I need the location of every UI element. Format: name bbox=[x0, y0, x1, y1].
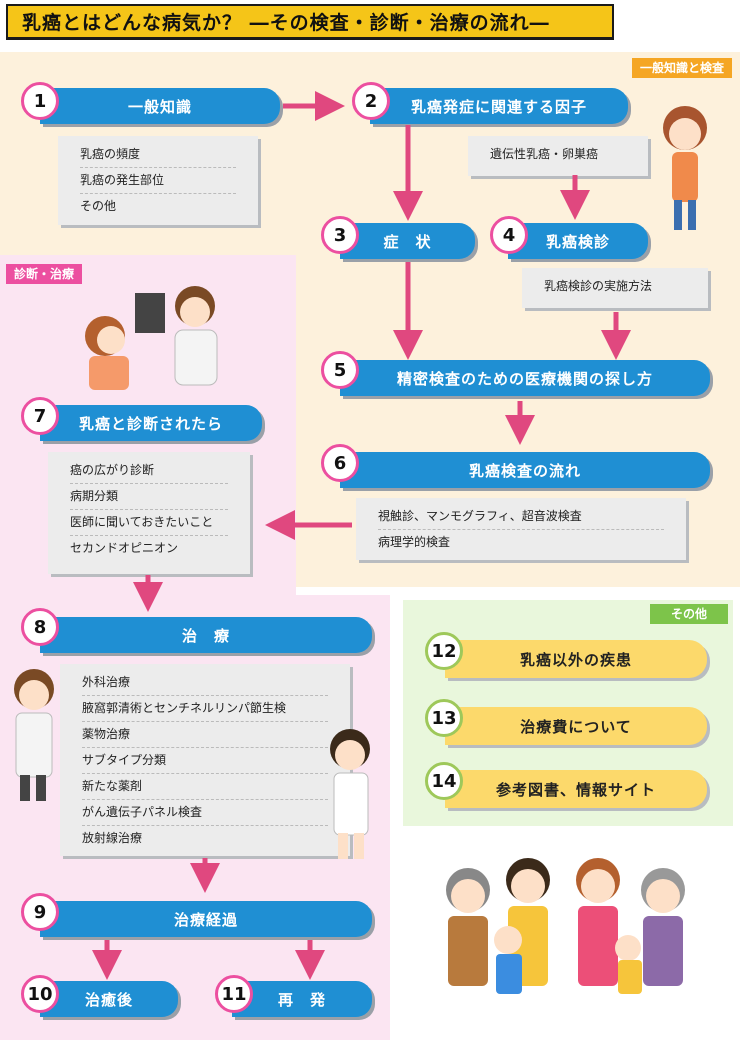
step-12-button[interactable]: 乳癌以外の疾患 bbox=[445, 640, 707, 678]
step-4-button[interactable]: 乳癌検診 bbox=[508, 223, 648, 259]
step-11-button[interactable]: 再 発 bbox=[232, 981, 372, 1017]
doctor-illustration bbox=[14, 669, 54, 801]
list-item[interactable]: 遺伝性乳癌・卵巣癌 bbox=[490, 147, 599, 161]
nurse-illustration bbox=[330, 729, 370, 859]
list-item[interactable]: 病理学的検査 bbox=[378, 535, 451, 549]
step-5-number: 5 bbox=[321, 351, 359, 389]
step-7-button[interactable]: 乳癌と診断されたら bbox=[40, 405, 262, 441]
step-7-number: 7 bbox=[21, 397, 59, 435]
step-13-number: 13 bbox=[425, 699, 463, 737]
list-item[interactable]: 外科治療 bbox=[82, 670, 328, 696]
woman-thinking-illustration bbox=[663, 106, 707, 230]
region-tag-diagnosis: 診断・治療 bbox=[6, 264, 83, 284]
page-title: 乳癌とはどんな病気か？ ―その検査・診断・治療の流れ― bbox=[6, 4, 614, 40]
list-item[interactable]: 乳癌の頻度 bbox=[80, 142, 236, 168]
list-item[interactable]: 医師に聞いておきたいこと bbox=[70, 510, 228, 536]
step-14-number: 14 bbox=[425, 762, 463, 800]
step-8-number: 8 bbox=[21, 608, 59, 646]
step-2-items: 遺伝性乳癌・卵巣癌 bbox=[468, 136, 648, 176]
list-item[interactable]: 腋窩郭清術とセンチネルリンパ節生検 bbox=[82, 696, 328, 722]
step-9-button[interactable]: 治療経過 bbox=[40, 901, 372, 937]
step-6-items: 視触診、マンモグラフィ、超音波検査 病理学的検査 bbox=[356, 498, 686, 560]
list-item[interactable]: 病期分類 bbox=[70, 484, 228, 510]
list-item[interactable]: 新たな薬剤 bbox=[82, 774, 328, 800]
list-item[interactable]: 放射線治療 bbox=[82, 831, 143, 845]
step-2-button[interactable]: 乳癌発症に関連する因子 bbox=[370, 88, 628, 124]
list-item[interactable]: 薬物治療 bbox=[82, 722, 328, 748]
region-tag-other: その他 bbox=[650, 604, 728, 624]
list-item[interactable]: 乳癌検診の実施方法 bbox=[544, 279, 653, 293]
step-13-button[interactable]: 治療費について bbox=[445, 707, 707, 745]
list-item[interactable]: サブタイプ分類 bbox=[82, 748, 328, 774]
doctor-consultation-illustration bbox=[85, 286, 218, 390]
step-1-number: 1 bbox=[21, 82, 59, 120]
step-5-button[interactable]: 精密検査のための医療機関の探し方 bbox=[340, 360, 710, 396]
step-4-number: 4 bbox=[490, 216, 528, 254]
list-item[interactable]: その他 bbox=[80, 199, 117, 213]
list-item[interactable]: がん遺伝子パネル検査 bbox=[82, 800, 328, 826]
list-item[interactable]: 視触診、マンモグラフィ、超音波検査 bbox=[378, 504, 664, 530]
family-illustration bbox=[446, 858, 685, 994]
region-tag-general: 一般知識と検査 bbox=[631, 58, 732, 78]
list-item[interactable]: セカンドオピニオン bbox=[70, 541, 179, 555]
step-10-button[interactable]: 治癒後 bbox=[40, 981, 178, 1017]
step-1-button[interactable]: 一般知識 bbox=[40, 88, 280, 124]
step-9-number: 9 bbox=[21, 893, 59, 931]
step-7-items: 癌の広がり診断 病期分類 医師に聞いておきたいこと セカンドオピニオン bbox=[48, 452, 250, 574]
step-3-number: 3 bbox=[321, 216, 359, 254]
step-8-button[interactable]: 治 療 bbox=[40, 617, 372, 653]
step-14-button[interactable]: 参考図書、情報サイト bbox=[445, 770, 707, 808]
step-10-number: 10 bbox=[21, 975, 59, 1013]
step-6-number: 6 bbox=[321, 444, 359, 482]
step-6-button[interactable]: 乳癌検査の流れ bbox=[340, 452, 710, 488]
step-1-items: 乳癌の頻度 乳癌の発生部位 その他 bbox=[58, 136, 258, 225]
list-item[interactable]: 癌の広がり診断 bbox=[70, 458, 228, 484]
step-11-number: 11 bbox=[215, 975, 253, 1013]
step-4-items: 乳癌検診の実施方法 bbox=[522, 268, 708, 308]
step-8-items: 外科治療 腋窩郭清術とセンチネルリンパ節生検 薬物治療 サブタイプ分類 新たな薬… bbox=[60, 664, 350, 856]
step-3-button[interactable]: 症 状 bbox=[340, 223, 475, 259]
list-item[interactable]: 乳癌の発生部位 bbox=[80, 168, 236, 194]
step-2-number: 2 bbox=[352, 82, 390, 120]
step-12-number: 12 bbox=[425, 632, 463, 670]
